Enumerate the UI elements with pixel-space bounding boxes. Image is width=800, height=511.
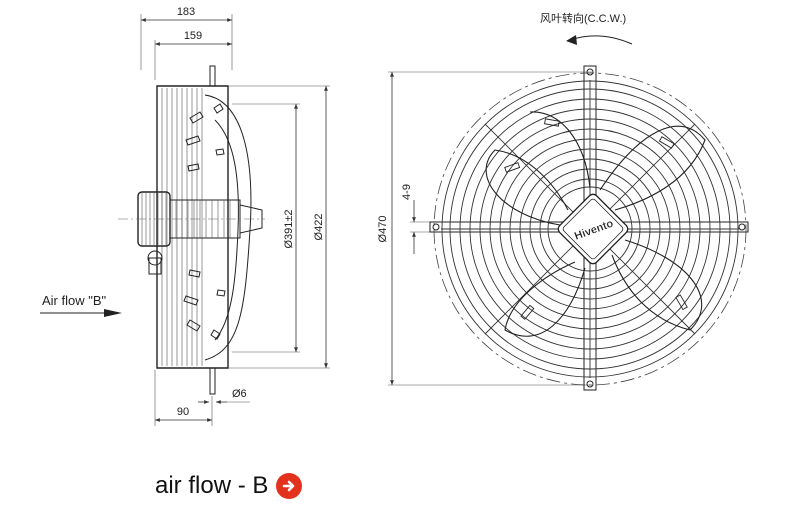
airflow-arrow-icon [104, 309, 122, 317]
dim-hole: Ø6 [232, 388, 247, 400]
dim-slot: 4-9 [401, 184, 413, 200]
airflow-caption: air flow - B [155, 472, 303, 500]
dim-bolt-offset: 90 [177, 406, 189, 418]
front-view: 风叶转向(C.C.W.) Ø470 4-9 [377, 11, 749, 391]
dim-guard-diameter: Ø470 [377, 216, 389, 243]
dim-depth: 159 [184, 30, 202, 42]
side-view: 183 159 [40, 6, 330, 426]
rotation-arrow-icon [569, 35, 633, 45]
caption-text: air flow - B [155, 472, 269, 499]
dim-frame-diameter: Ø422 [313, 214, 325, 241]
arrow-right-icon [276, 473, 303, 499]
dim-total-depth: 183 [177, 6, 195, 18]
rotation-label: 风叶转向(C.C.W.) [540, 11, 626, 25]
dim-blade-diameter: Ø391±2 [283, 209, 295, 248]
airflow-label: Air flow "B" [42, 293, 107, 308]
